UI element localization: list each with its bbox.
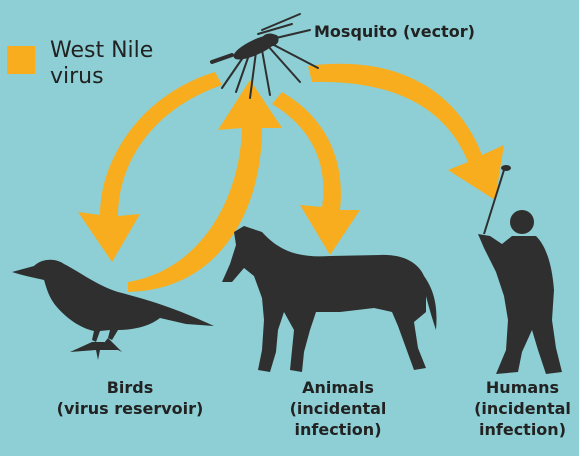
legend-label: West Nile virus bbox=[50, 38, 180, 90]
animals-label: Animals (incidental infection) bbox=[283, 377, 393, 440]
arrow-mosquito-to-birds bbox=[78, 72, 222, 262]
humans-label-line-3: infection) bbox=[466, 419, 579, 440]
animals-label-line-2: (incidental bbox=[283, 398, 393, 419]
arrow-mosquito-to-animals bbox=[272, 92, 360, 255]
birds-label: Birds (virus reservoir) bbox=[42, 377, 218, 419]
birds-label-line-1: Birds bbox=[42, 377, 218, 398]
animals-label-line-3: infection) bbox=[283, 419, 393, 440]
mosquito-label-text: Mosquito (vector) bbox=[314, 21, 475, 42]
legend-line-1: West Nile bbox=[50, 38, 180, 64]
mosquito-icon bbox=[212, 14, 318, 98]
animals-label-line-1: Animals bbox=[283, 377, 393, 398]
humans-label-line-1: Humans bbox=[466, 377, 579, 398]
legend-swatch bbox=[7, 46, 35, 74]
birds-label-line-2: (virus reservoir) bbox=[42, 398, 218, 419]
humans-label: Humans (incidental infection) bbox=[466, 377, 579, 440]
humans-label-line-2: (incidental bbox=[466, 398, 579, 419]
mosquito-label: Mosquito (vector) bbox=[314, 21, 475, 42]
legend-line-2: virus bbox=[50, 64, 180, 90]
